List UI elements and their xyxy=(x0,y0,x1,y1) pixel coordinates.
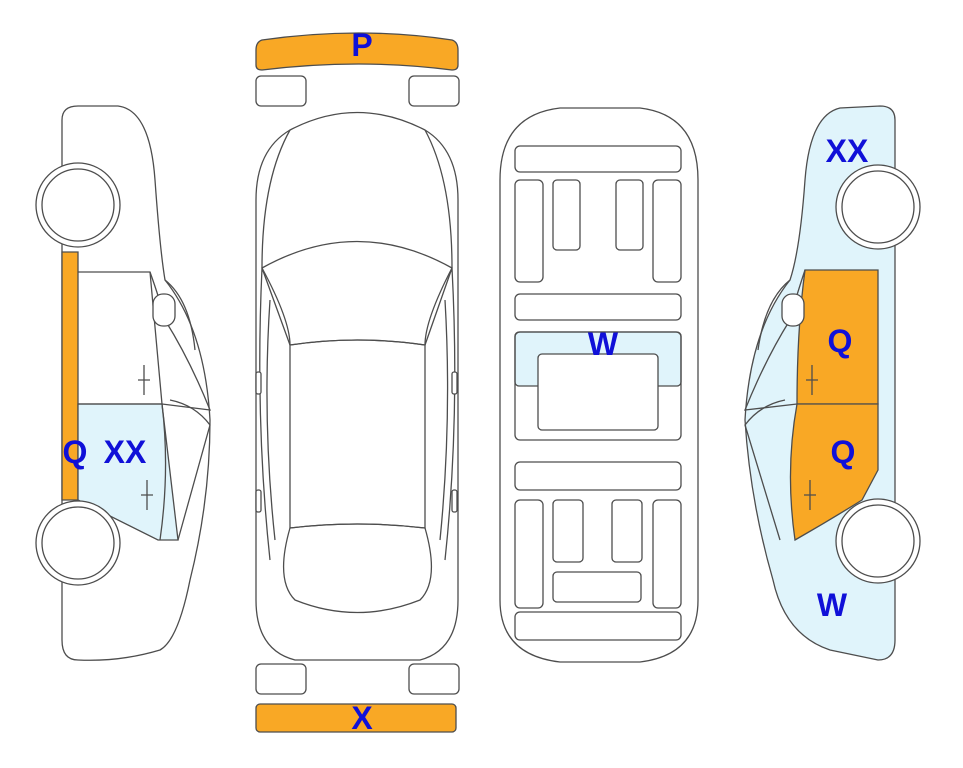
right-rear-handle xyxy=(451,489,458,513)
top-view-rear-window xyxy=(282,523,433,614)
left-rear-door-panel[interactable] xyxy=(77,403,179,541)
car-right-side-view xyxy=(743,105,921,661)
rear-right-door-panel xyxy=(652,499,682,609)
front-bumper-panel[interactable] xyxy=(255,32,459,71)
front-bumper[interactable] xyxy=(255,32,460,107)
rear-floor-bar xyxy=(514,461,682,491)
rear-left-seat xyxy=(552,499,584,563)
top-view-right-side xyxy=(424,267,456,561)
right-mirror xyxy=(451,371,458,395)
label-front-bumper: P xyxy=(351,27,372,63)
label-right-front-door: Q xyxy=(828,323,853,359)
car-left-side-view xyxy=(35,105,212,661)
right-rear-wheel xyxy=(841,504,915,578)
label-roof-panel: W xyxy=(588,326,619,362)
rear-bumper[interactable] xyxy=(255,663,460,733)
dash-panel xyxy=(514,145,682,173)
left-rear-door-handle xyxy=(141,480,153,510)
front-floor-bar xyxy=(514,293,682,321)
rear-bench xyxy=(552,571,642,603)
right-side-mirror xyxy=(781,293,805,327)
rear-light-right xyxy=(408,663,460,695)
top-view-body xyxy=(255,111,459,661)
left-side-mirror xyxy=(152,293,176,327)
center-console xyxy=(537,353,659,431)
label-left-sill: Q xyxy=(63,434,88,470)
rear-right-seat xyxy=(611,499,643,563)
front-left-seat xyxy=(552,179,581,251)
car-interior-view xyxy=(499,107,699,663)
rear-left-door-panel xyxy=(514,499,544,609)
car-top-view xyxy=(255,111,459,661)
left-rear-handle xyxy=(255,489,262,513)
right-side-pillar xyxy=(744,279,791,541)
right-rear-door-panel[interactable] xyxy=(789,403,879,542)
front-headlight-left xyxy=(255,75,307,107)
trunk-panel xyxy=(514,611,682,641)
left-side-pillar xyxy=(164,279,211,541)
front-headlight-right xyxy=(408,75,460,107)
left-mirror xyxy=(255,371,262,395)
front-right-door-panel xyxy=(652,179,682,283)
label-right-front-fender: XX xyxy=(826,133,869,169)
center-frame xyxy=(514,331,682,441)
rear-bumper-panel[interactable] xyxy=(255,703,457,733)
right-side-window-line xyxy=(743,269,806,411)
left-front-door-handle xyxy=(138,365,150,395)
top-view-left-side xyxy=(259,267,291,561)
left-side-window-line xyxy=(78,271,212,411)
label-right-rear-quarter: W xyxy=(817,587,848,623)
left-rear-wheel xyxy=(41,506,115,580)
label-right-rear-door: Q xyxy=(831,434,856,470)
label-left-rear-door: XX xyxy=(104,434,147,470)
front-left-door-panel xyxy=(514,179,544,283)
right-front-wheel xyxy=(841,170,915,244)
top-view-hood-line xyxy=(261,129,453,269)
rear-light-left xyxy=(255,663,307,695)
right-rear-door-handle xyxy=(804,480,816,510)
left-front-wheel xyxy=(41,168,115,242)
label-rear-bumper: X xyxy=(351,700,373,736)
front-right-seat xyxy=(615,179,644,251)
right-front-door-handle xyxy=(806,365,818,395)
